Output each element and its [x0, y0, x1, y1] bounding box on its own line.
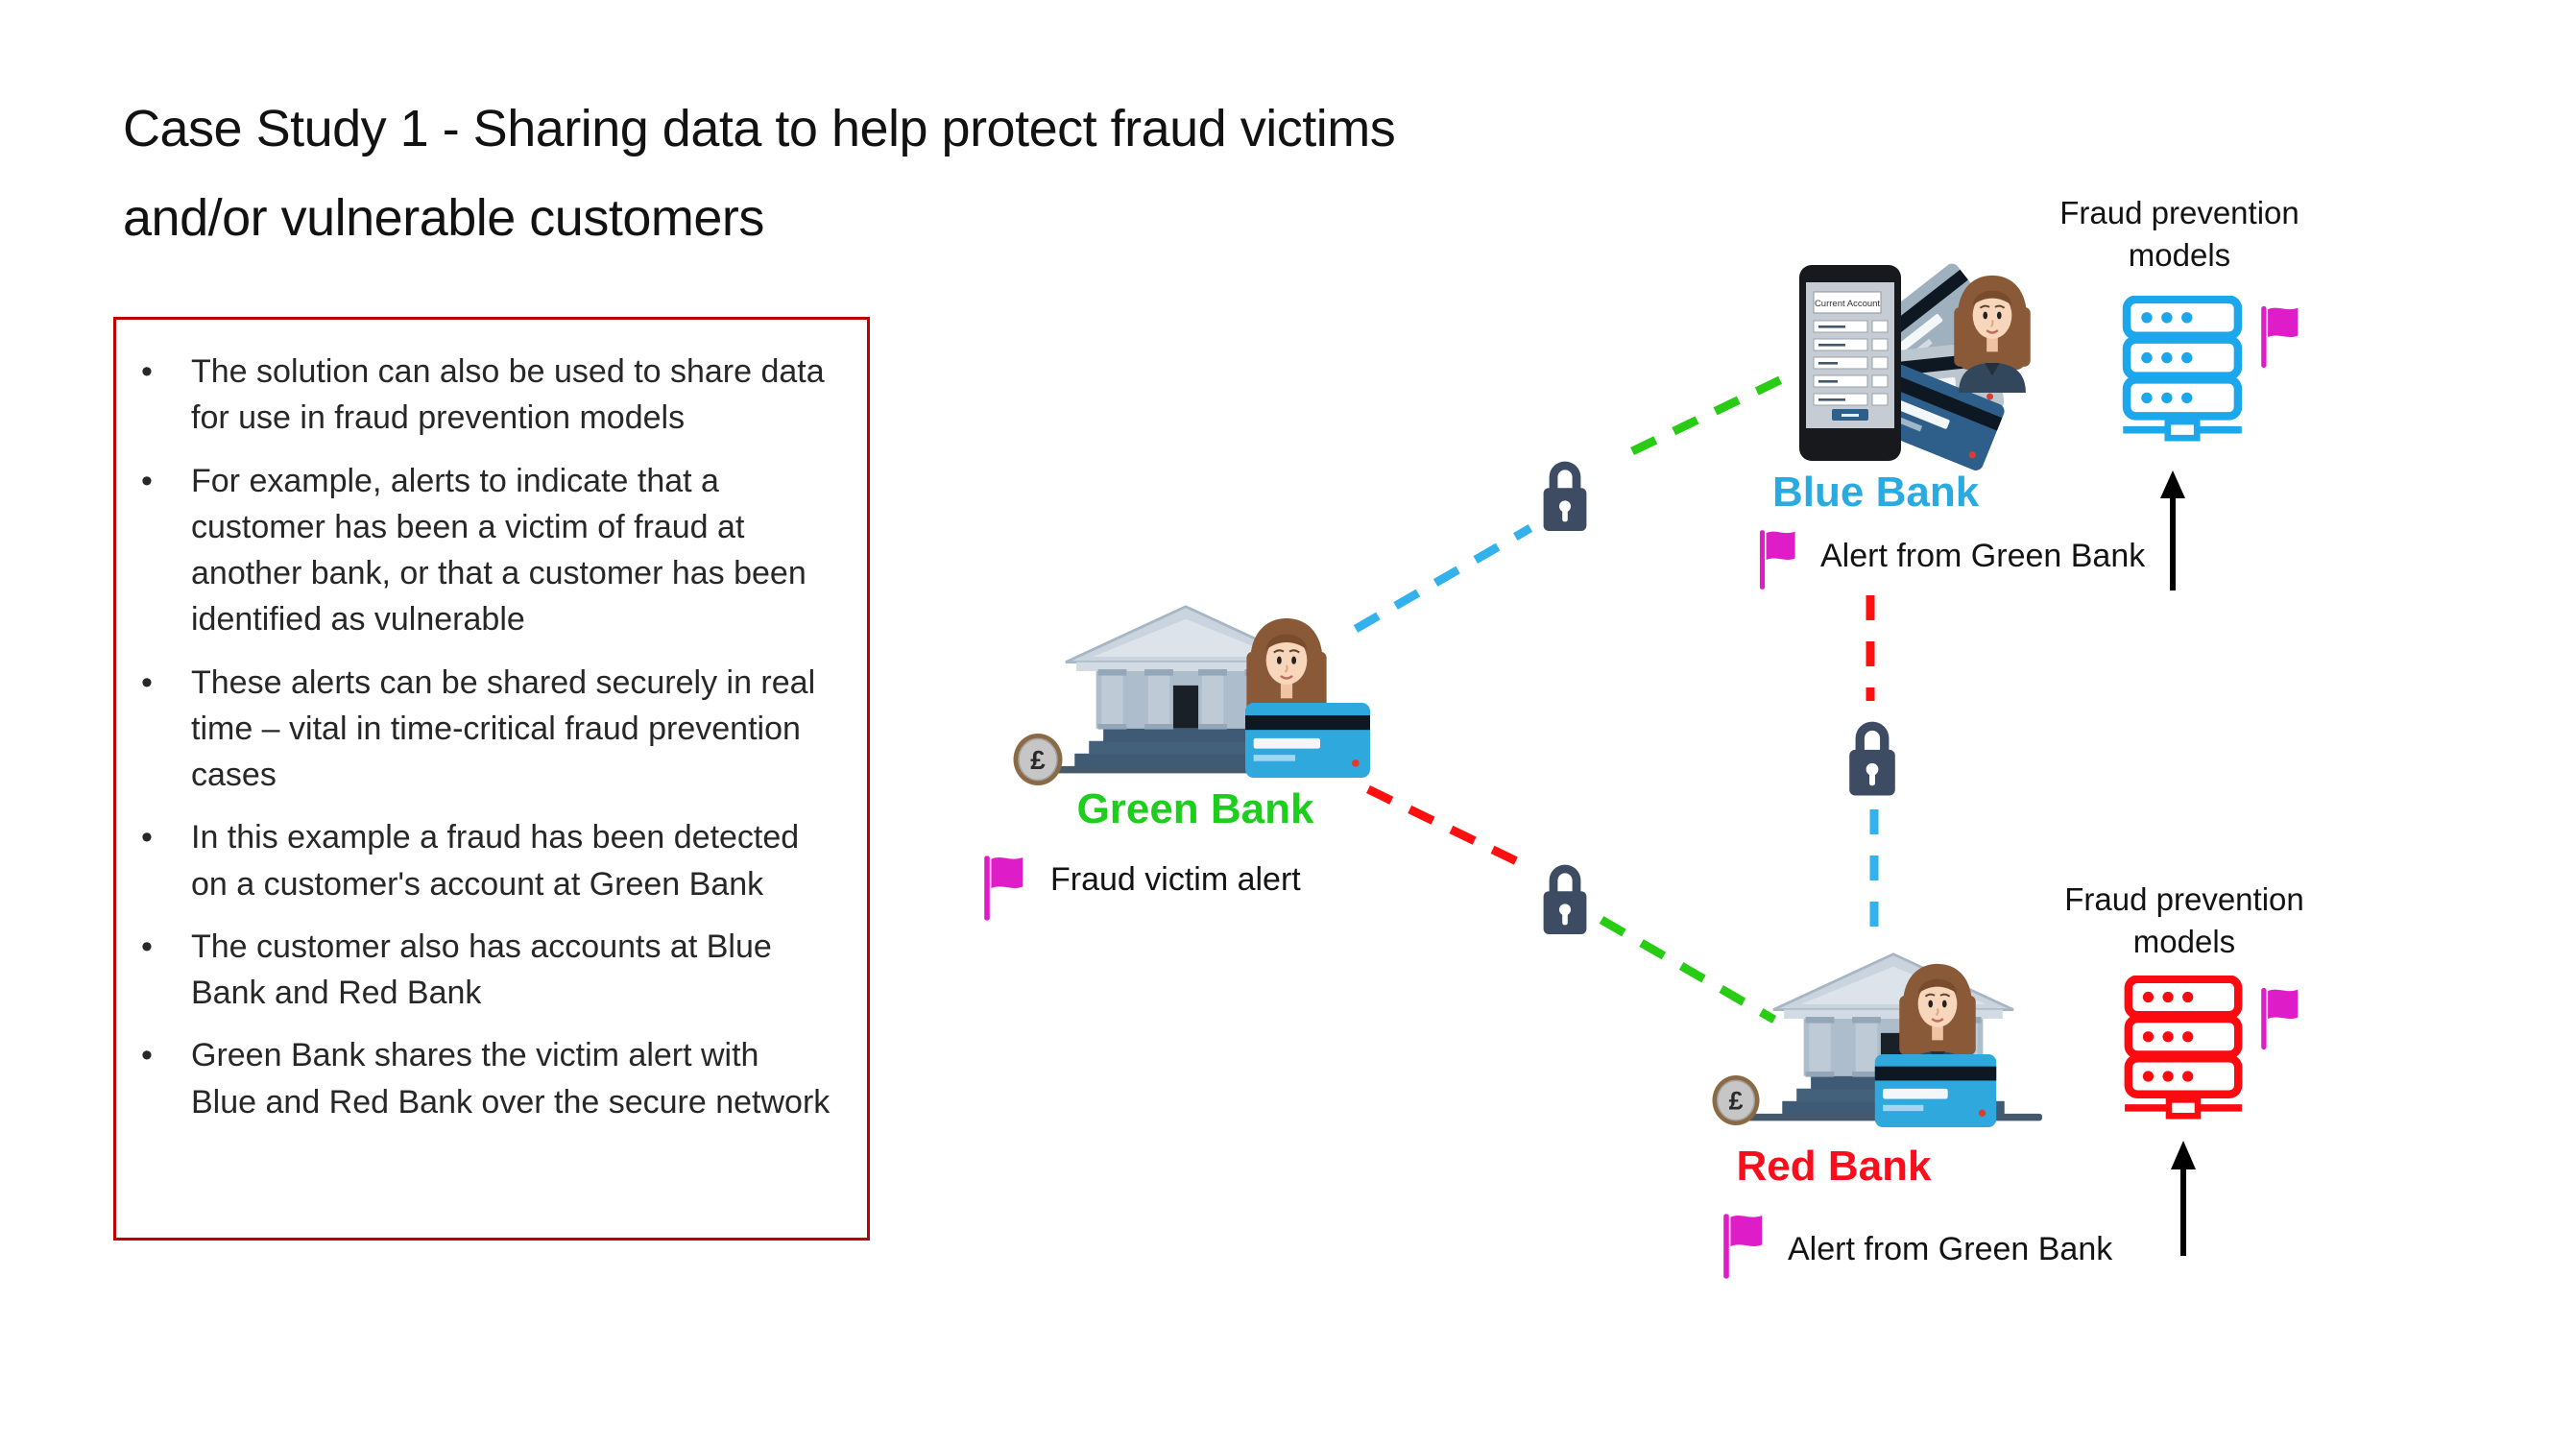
- bullet-marker: •: [141, 1037, 153, 1074]
- pound-coin-icon: £: [1711, 1073, 1761, 1127]
- bullet-text: In this example a fraud has been detecte…: [191, 819, 800, 903]
- green-to-blue-link-blue-segment: [1353, 524, 1533, 633]
- phone-header-label: Current Account: [1815, 299, 1880, 309]
- pound-symbol: £: [1030, 745, 1046, 775]
- bullet-item: • These alerts can be shared securely in…: [141, 660, 832, 799]
- models-label-line1: Fraud prevention: [2059, 195, 2299, 230]
- customer-avatar-icon: [1944, 272, 2040, 393]
- blue-bank-label: Blue Bank: [1772, 469, 1980, 516]
- green-bank-label: Green Bank: [1076, 785, 1314, 832]
- lock-icon-green-red: [1534, 847, 1596, 945]
- credit-card-icon: [1244, 703, 1371, 778]
- bullet-text: The customer also has accounts at Blue B…: [191, 928, 772, 1012]
- bullet-marker: •: [141, 353, 153, 390]
- bullet-text: Green Bank shares the victim alert with …: [191, 1037, 831, 1121]
- bullet-item: • Green Bank shares the victim alert wit…: [141, 1032, 832, 1125]
- alert-flag-icon: [1757, 526, 1799, 593]
- alert-from-green-bank-label: Alert from Green Bank: [1788, 1231, 2113, 1267]
- fraud-prevention-models-label-red: Fraud prevention models: [2040, 879, 2328, 963]
- bullet-marker: •: [141, 819, 153, 856]
- arrow-up-icon: [2160, 470, 2185, 590]
- green-to-blue-link-green-segment: [1630, 372, 1790, 456]
- credit-card-icon: [1874, 1054, 1997, 1127]
- bullet-item: • The customer also has accounts at Blue…: [141, 924, 832, 1017]
- bullet-item: • The solution can also be used to share…: [141, 349, 832, 442]
- models-label-line2: models: [2132, 923, 2236, 959]
- model-flag-icon-blue: [2258, 303, 2302, 371]
- lock-icon-green-blue: [1534, 444, 1596, 542]
- server-icon-red: [2114, 976, 2252, 1120]
- models-label-line1: Fraud prevention: [2064, 881, 2304, 917]
- bullet-text: These alerts can be shared securely in r…: [191, 663, 816, 794]
- page-title-line1: Case Study 1 - Sharing data to help prot…: [123, 100, 1396, 157]
- alert-flag-icon: [1721, 1210, 1767, 1283]
- model-flag-icon-red: [2258, 985, 2302, 1052]
- bullet-marker: •: [141, 462, 153, 499]
- bullet-text: For example, alerts to indicate that a c…: [191, 462, 807, 639]
- alert-from-green-bank-label: Alert from Green Bank: [1820, 538, 2146, 574]
- green-to-red-link-red-segment: [1366, 784, 1530, 872]
- pound-coin-icon: £: [1012, 732, 1064, 787]
- server-icon-blue: [2112, 296, 2252, 442]
- notes-box: • The solution can also be used to share…: [113, 317, 870, 1241]
- fraud-victim-alert-label: Fraud victim alert: [1050, 861, 1301, 898]
- lock-icon-blue-red: [1840, 704, 1905, 806]
- bullet-text: The solution can also be used to share d…: [191, 353, 825, 437]
- bullet-item: • For example, alerts to indicate that a…: [141, 458, 832, 643]
- arrow-up-icon: [2171, 1141, 2196, 1256]
- fraud-prevention-models-label-blue: Fraud prevention models: [2035, 192, 2323, 277]
- fraud-victim-flag-icon: [981, 853, 1027, 924]
- page-title-line2: and/or vulnerable customers: [123, 188, 764, 247]
- pound-symbol: £: [1729, 1087, 1744, 1116]
- red-bank-label: Red Bank: [1736, 1143, 1932, 1190]
- bullet-item: • In this example a fraud has been detec…: [141, 814, 832, 907]
- bullet-marker: •: [141, 928, 153, 965]
- bullet-marker: •: [141, 663, 153, 701]
- smartphone-icon: Current Account: [1799, 265, 1901, 461]
- models-label-line2: models: [2128, 236, 2231, 273]
- page-title: Case Study 1 - Sharing data to help prot…: [123, 84, 1396, 263]
